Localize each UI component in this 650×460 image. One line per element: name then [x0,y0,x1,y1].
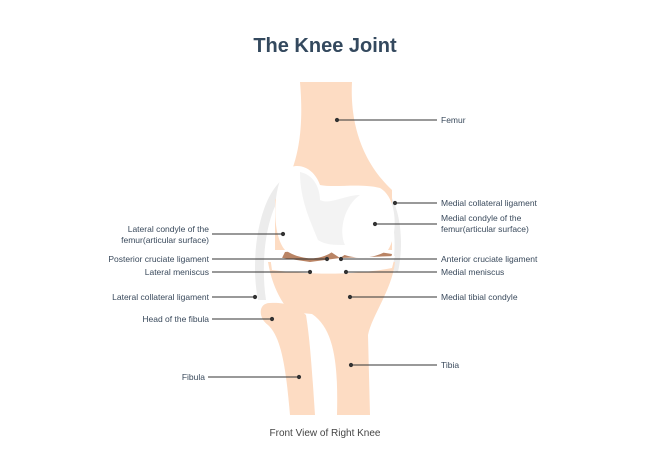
label-medial-tibial-condyle: Medial tibial condyle [441,292,518,302]
label-medial-collateral: Medial collateral ligament [441,198,537,208]
tibia [268,262,395,415]
label-line: femur(articular surface) [121,235,209,245]
label-anterior-cruciate: Anterior cruciate ligament [441,254,538,264]
label-head-fibula: Head of the fibula [142,314,209,324]
label-line: femur(articular surface) [441,224,529,234]
medial-collateral-ligament [376,185,402,272]
label-posterior-cruciate: Posterior cruciate ligament [108,254,209,264]
diagram-caption: Front View of Right Knee [269,428,381,439]
label-lateral-collateral: Lateral collateral ligament [112,292,209,302]
fibula [260,302,315,415]
label-line: Lateral condyle of the [127,224,209,234]
diagram-title: The Knee Joint [253,35,397,57]
label-medial-meniscus: Medial meniscus [441,267,505,277]
label-line: Medial condyle of the [441,213,522,223]
lateral-collateral-ligament [255,180,290,300]
menisci [270,256,395,274]
label-lateral-meniscus: Lateral meniscus [144,267,209,277]
label-tibia: Tibia [441,360,460,370]
label-fibula: Fibula [181,372,205,382]
label-femur: Femur [441,115,466,125]
